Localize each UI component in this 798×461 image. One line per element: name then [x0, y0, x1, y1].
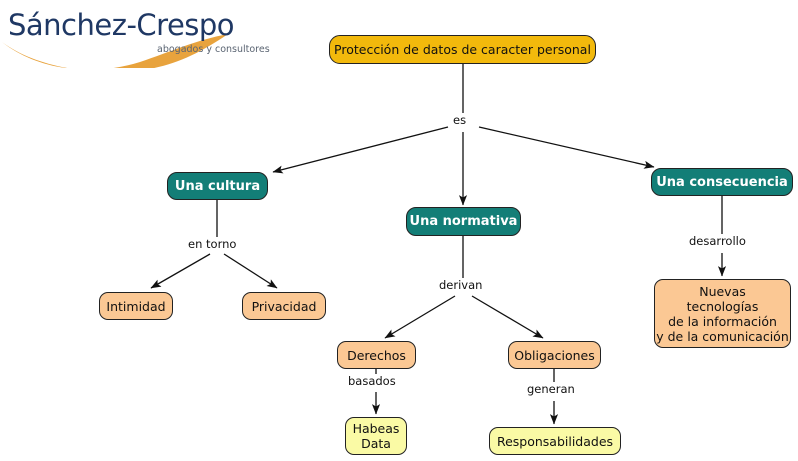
node-responsabilidades[interactable]: Responsabilidades	[489, 427, 621, 455]
node-nuevas-tecnologias[interactable]: Nuevas tecnologías de la información y d…	[654, 279, 791, 348]
node-derechos[interactable]: Derechos	[337, 341, 416, 369]
edge-derivan-to-derechos	[384, 295, 456, 339]
edge-es-to-consecuencia	[478, 126, 655, 169]
node-privacidad[interactable]: Privacidad	[242, 292, 326, 320]
edge-entorno-to-privacidad	[223, 253, 278, 289]
company-logo: Sánchez-Crespo abogados y consultores	[0, 0, 270, 80]
node-una-cultura[interactable]: Una cultura	[167, 172, 268, 200]
node-habeas-data[interactable]: Habeas Data	[345, 417, 407, 455]
node-proteccion-datos[interactable]: Protección de datos de caracter personal	[329, 35, 596, 64]
logo-wordmark: Sánchez-Crespo	[8, 8, 235, 42]
edge-label-desarrollo: desarrollo	[687, 234, 748, 248]
node-obligaciones[interactable]: Obligaciones	[508, 341, 601, 369]
edge-derivan-to-obligaciones	[471, 295, 544, 339]
node-una-consecuencia[interactable]: Una consecuencia	[651, 168, 793, 196]
edge-label-derivan: derivan	[437, 278, 485, 292]
node-intimidad[interactable]: Intimidad	[99, 292, 173, 320]
edge-entorno-to-intimidad	[150, 253, 211, 289]
edge-es-to-cultura	[272, 126, 449, 174]
logo-swoosh-icon	[2, 34, 228, 68]
edge-label-en-torno: en torno	[186, 237, 239, 251]
logo-subtitle: abogados y consultores	[157, 44, 270, 55]
node-una-normativa[interactable]: Una normativa	[406, 207, 521, 236]
edge-label-basados: basados	[346, 374, 398, 388]
edge-label-generan: generan	[525, 382, 577, 396]
edge-label-es: es	[451, 113, 469, 127]
